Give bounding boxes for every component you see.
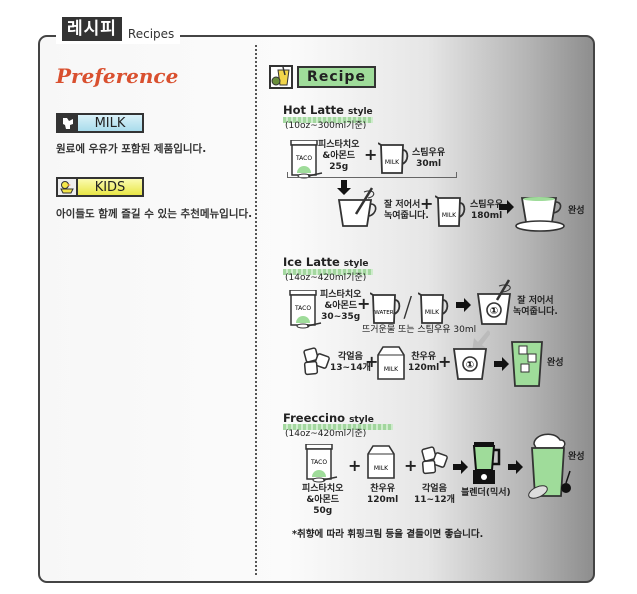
frap-blender-text: 블렌더(믹서) xyxy=(461,488,511,498)
bracket-line xyxy=(287,172,457,178)
hot-latte-title: Hot Latte style xyxy=(283,103,373,117)
plus-icon: + xyxy=(364,145,378,164)
latte-cup-icon xyxy=(514,192,570,236)
arrow-right-icon xyxy=(494,357,509,372)
ice-sub: (14oz~420ml기준) xyxy=(285,273,367,283)
milk-carton-icon: MILK xyxy=(366,444,396,480)
ice-coldmilk-text: 찬우유 120ml xyxy=(408,352,440,373)
milk-pitcher-icon: MILK xyxy=(435,195,469,229)
hot-powder-text: 피스타치오 &아몬드 25g xyxy=(318,140,360,172)
arrow-right-icon xyxy=(453,460,468,475)
svg-text:MILK: MILK xyxy=(442,212,457,219)
arrow-right-icon xyxy=(508,460,523,475)
ice-done-text: 완성 xyxy=(547,358,564,368)
drink-icon xyxy=(269,65,293,89)
ice-underline xyxy=(283,269,373,275)
svg-text:MILK: MILK xyxy=(384,366,399,373)
stir-cup-icon: ① xyxy=(475,278,517,328)
hot-milk2-text: 스팀우유 180ml xyxy=(470,200,504,221)
frap-powder-text: 피스타치오 &아몬드 50g xyxy=(302,484,344,516)
slash-separator: / xyxy=(403,290,413,323)
frap-ice-text: 각얼음 11~12개 xyxy=(414,484,455,505)
milk-desc: 원료에 우유가 포함된 제품입니다. xyxy=(56,143,207,155)
milk-pitcher-icon: MILK xyxy=(418,292,452,326)
taco-can-icon: TACO xyxy=(290,140,324,180)
ice-note-text: 뜨거운물 또는 스팀우유 30ml xyxy=(362,325,477,335)
svg-text:①: ① xyxy=(490,306,498,317)
ice-powder-text: 피스타치오 &아몬드 30~35g xyxy=(320,290,362,322)
ice-title-text: Ice Latte xyxy=(283,255,340,269)
blender-icon xyxy=(470,440,502,486)
svg-text:TACO: TACO xyxy=(294,305,311,312)
cow-icon xyxy=(58,115,78,131)
ice-style-text: style xyxy=(343,259,369,269)
duck-icon xyxy=(58,179,78,195)
kids-badge: KIDS xyxy=(56,177,144,197)
hot-underline xyxy=(283,117,373,123)
ice-cubes-icon xyxy=(420,446,450,476)
hot-sub: (10oz~300ml기준) xyxy=(285,121,367,131)
hot-done-text: 완성 xyxy=(568,206,585,216)
arrow-down-grey-icon xyxy=(470,330,490,352)
milk-carton-icon: MILK xyxy=(376,345,406,381)
svg-text:MILK: MILK xyxy=(374,465,389,472)
column-divider xyxy=(255,45,257,575)
plus-icon: + xyxy=(438,352,452,371)
svg-text:①: ① xyxy=(466,360,474,371)
taco-can-icon: TACO xyxy=(305,444,339,484)
plus-icon: + xyxy=(404,456,418,475)
frap-underline xyxy=(283,424,393,430)
frap-title-text: Freeccino xyxy=(283,411,346,425)
taco-can-icon: TACO xyxy=(289,290,323,330)
header-title-kr: 레시피 xyxy=(62,17,122,41)
frap-done-text: 완성 xyxy=(568,452,585,462)
svg-text:TACO: TACO xyxy=(310,459,327,466)
step-one-cup-icon: ① xyxy=(452,346,490,382)
ice-cubes-icon xyxy=(302,347,332,377)
plus-icon: + xyxy=(348,456,362,475)
ice-cubes-text: 각얼음 13~14개 xyxy=(330,352,371,373)
svg-text:MILK: MILK xyxy=(425,309,440,316)
freeccino-glass-icon xyxy=(526,430,574,504)
header-title-en: Recipes xyxy=(127,27,175,41)
water-pitcher-icon: WATER xyxy=(370,292,404,326)
milk-badge: MILK xyxy=(56,113,144,133)
recipe-heading: Recipe xyxy=(297,66,376,88)
preference-heading: Preference xyxy=(56,64,179,88)
plus-icon: + xyxy=(357,294,371,313)
plus-icon: + xyxy=(365,352,379,371)
hot-title-text: Hot Latte xyxy=(283,103,344,117)
svg-text:WATER: WATER xyxy=(374,310,393,316)
frap-coldmilk-text: 찬우유 120ml xyxy=(367,484,399,505)
footnote: *취향에 따라 휘핑크림 등을 곁들이면 좋습니다. xyxy=(292,529,484,540)
kids-badge-label: KIDS xyxy=(78,179,142,195)
arrow-right-icon xyxy=(456,298,471,313)
stir-cup-icon xyxy=(336,184,382,230)
kids-desc: 아이들도 함께 즐길 수 있는 추천메뉴입니다. xyxy=(56,208,253,220)
freeccino-title: Freeccino style xyxy=(283,411,374,425)
frap-style-text: style xyxy=(349,415,374,425)
frap-sub: (14oz~420ml기준) xyxy=(285,429,367,439)
page-header: 레시피 Recipes xyxy=(56,12,181,44)
hot-milk1-text: 스팀우유 30ml xyxy=(412,148,446,169)
milk-pitcher-icon: MILK xyxy=(378,142,412,176)
svg-text:MILK: MILK xyxy=(385,159,400,166)
svg-text:TACO: TACO xyxy=(295,155,312,162)
ice-stir-text: 잘 저어서 녹여줍니다. xyxy=(513,296,558,317)
hot-style-text: style xyxy=(347,107,373,117)
plus-icon: + xyxy=(420,194,434,213)
iced-latte-glass-icon xyxy=(510,338,544,388)
arrow-right-icon xyxy=(499,200,514,215)
milk-badge-label: MILK xyxy=(78,115,142,131)
ice-latte-title: Ice Latte style xyxy=(283,255,369,269)
hot-stir-text: 잘 저어서 녹여줍니다. xyxy=(384,200,429,221)
